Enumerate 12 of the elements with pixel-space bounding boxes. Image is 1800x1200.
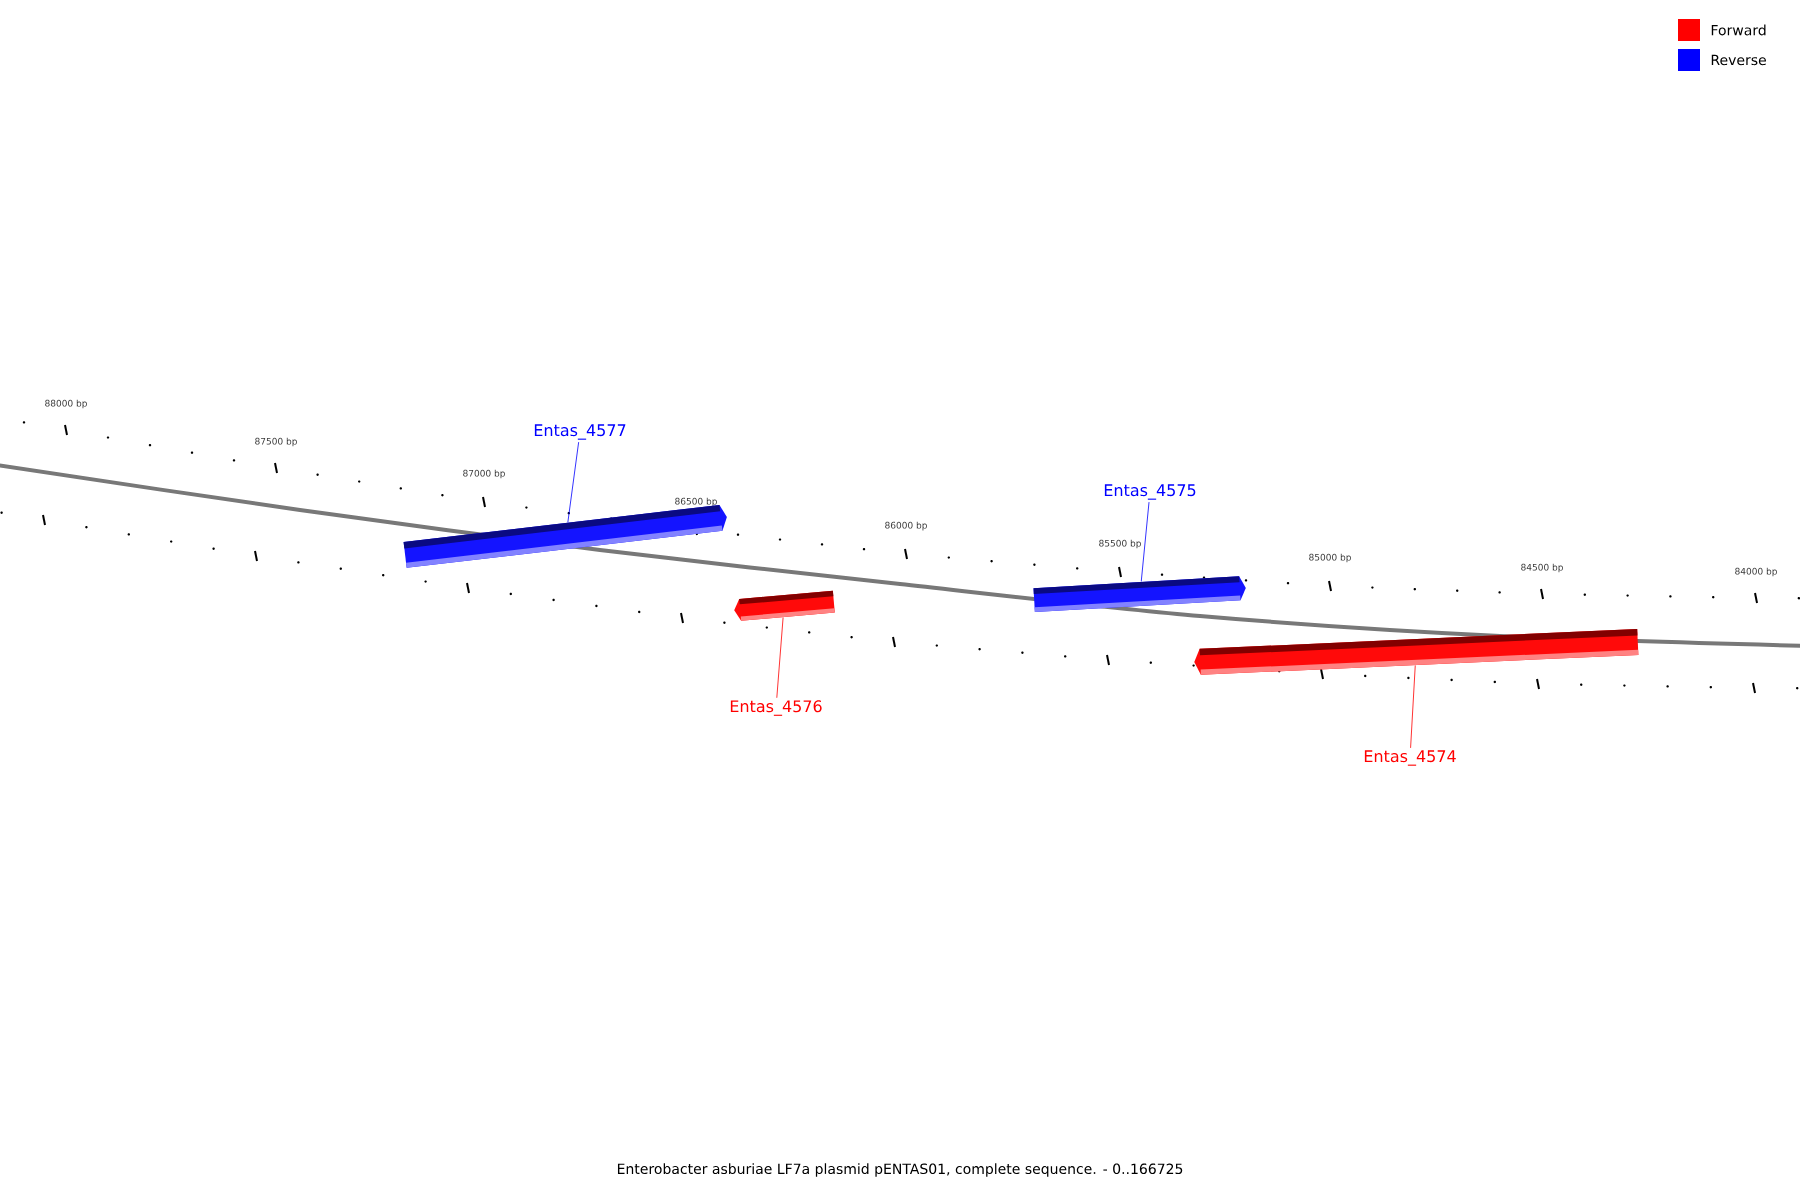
gene-arrow [734,590,835,621]
leader-line [1140,501,1150,582]
gene-arrow [403,504,727,568]
leader-line [1410,665,1416,749]
gene-label: Entas_4576 [730,700,822,716]
gene-arrow [1033,576,1246,613]
gene-label: Entas_4575 [1104,484,1196,500]
gene-label: Entas_4577 [534,424,626,440]
gene-label: Entas_4574 [1364,750,1456,766]
leader-line [776,617,784,699]
gene-arrow [1194,628,1639,675]
leader-line [567,441,580,523]
